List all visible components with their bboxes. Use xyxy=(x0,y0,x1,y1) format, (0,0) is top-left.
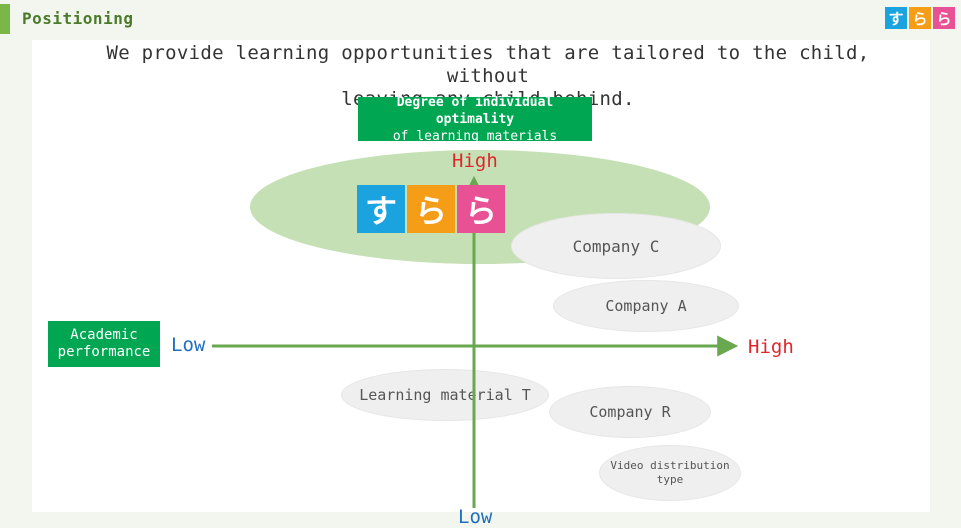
header-accent-bar xyxy=(0,4,10,34)
company-a-ellipse: Company A xyxy=(554,281,738,331)
logo-tile-ra-2: ら xyxy=(933,7,955,29)
subtitle-line-1: We provide learning opportunities that a… xyxy=(106,42,870,87)
learning-material-t-ellipse: Learning material T xyxy=(342,370,548,420)
logo-tile-ra-1: ら xyxy=(909,7,931,29)
video-distribution-label-2: type xyxy=(656,473,684,486)
logo-char: ら xyxy=(936,9,952,28)
surala-logo-tile-ra-1: ら xyxy=(407,185,455,233)
y-axis-label-line-1: Degree of individual optimality xyxy=(396,94,554,127)
company-a-label: Company A xyxy=(605,297,687,315)
company-r-ellipse: Company R xyxy=(550,387,710,437)
logo-char: ら xyxy=(464,192,497,230)
logo-tile-su: す xyxy=(885,7,907,29)
x-axis-high: High xyxy=(748,336,794,358)
y-axis-low: Low xyxy=(458,506,493,528)
logo-char: ら xyxy=(912,9,928,28)
surala-logo-tile-ra-2: ら xyxy=(457,185,505,233)
company-r-label: Company R xyxy=(589,403,671,421)
x-axis-label-line-2: performance xyxy=(57,344,151,360)
surala-logo-tile-su: す xyxy=(357,185,405,233)
logo-char: す xyxy=(888,9,904,28)
y-axis-label-line-2: of learning materials xyxy=(392,128,558,144)
logo-char: ら xyxy=(414,192,447,230)
x-axis-low: Low xyxy=(171,334,206,356)
page-title: Positioning xyxy=(22,9,134,28)
y-axis-high: High xyxy=(452,150,498,172)
logo-char: す xyxy=(364,192,397,230)
y-axis-label: Degree of individual optimality of learn… xyxy=(358,94,592,144)
x-axis-label-line-1: Academic xyxy=(70,327,138,343)
company-c-ellipse: Company C xyxy=(512,214,720,278)
video-distribution-label-1: Video distribution xyxy=(610,459,730,472)
video-distribution-ellipse: Video distribution type xyxy=(600,446,740,500)
company-c-label: Company C xyxy=(572,236,660,256)
x-axis-label: Academic performance xyxy=(48,321,160,367)
learning-material-t-label: Learning material T xyxy=(359,386,531,404)
